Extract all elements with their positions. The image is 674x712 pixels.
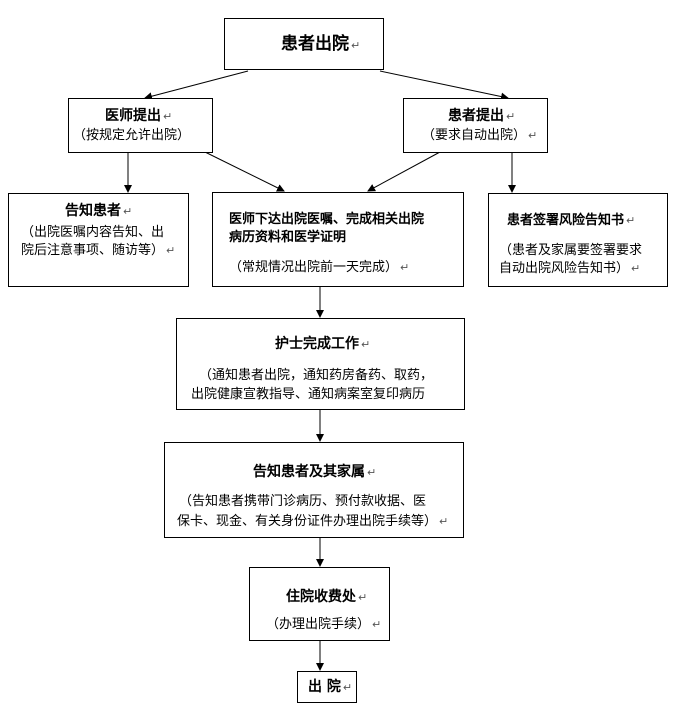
paragraph-mark: ↵ (342, 681, 353, 694)
node-note-line2: 院后注意事项、随访等）↵ (21, 243, 176, 258)
paragraph-mark: ↵ (528, 129, 538, 142)
node-title: 患者签署风险告知书↵ (507, 213, 636, 228)
node-note-line1: （告知患者携带门诊病历、预付款收据、医 (179, 494, 427, 509)
node-exit: 出 院↵ (297, 671, 357, 703)
paragraph-mark: ↵ (367, 466, 377, 479)
paragraph-mark: ↵ (439, 515, 449, 528)
paragraph-mark: ↵ (506, 110, 516, 123)
node-note-line1: （患者及家属要签署要求 (499, 243, 643, 258)
node-note-line2: 保卡、现金、有关身份证件办理出院手续等）↵ (177, 514, 449, 529)
paragraph-mark: ↵ (163, 110, 173, 123)
paragraph-mark: ↵ (123, 205, 133, 218)
node-nurse-work: 护士完成工作↵ （通知患者出院，通知药房备药、取药， 出院健康宣教指导、通知病案… (176, 318, 465, 410)
node-doctor-proposes: 医师提出↵ （按规定允许出院） (68, 98, 213, 153)
node-title: 患者提出↵ (448, 108, 516, 124)
node-title: 医师提出↵ (105, 108, 173, 124)
node-patient-discharge: 患者出院↵ (224, 18, 384, 70)
node-note: （按规定允许出院） (73, 128, 191, 143)
paragraph-mark: ↵ (361, 338, 371, 351)
arrow-patient-to-orders (367, 151, 441, 192)
node-title: 告知患者↵ (65, 203, 133, 219)
node-note: （要求自动出院）↵ (422, 128, 538, 143)
node-title: 住院收费处↵ (286, 589, 368, 605)
node-patient-proposes: 患者提出↵ （要求自动出院）↵ (403, 98, 548, 153)
node-note: （常规情况出院前一天完成）↵ (229, 260, 410, 275)
node-doctor-orders: 医师下达出院医嘱、完成相关出院 病历资料和医学证明 （常规情况出院前一天完成）↵ (212, 192, 464, 287)
arrow-discharge-to-patient (379, 70, 509, 101)
node-billing: 住院收费处↵ （办理出院手续）↵ (249, 567, 390, 641)
node-inform-patient: 告知患者↵ （出院医嘱内容告知、出 院后注意事项、随访等）↵ (8, 193, 189, 287)
node-title: 护士完成工作↵ (275, 336, 371, 352)
node-risk-form: 患者签署风险告知书↵ （患者及家属要签署要求 自动出院风险告知书）↵ (488, 193, 668, 287)
node-title: 患者出院↵ (281, 34, 361, 54)
node-title: 告知患者及其家属↵ (253, 464, 377, 480)
node-note-line2: 出院健康宣教指导、通知病案室复印病历 (191, 387, 426, 402)
arrow-doctor-to-orders (204, 151, 285, 192)
paragraph-mark: ↵ (372, 618, 382, 631)
paragraph-mark: ↵ (166, 244, 176, 257)
node-title: 出 院↵ (308, 679, 353, 695)
paragraph-mark: ↵ (358, 591, 368, 604)
paragraph-mark: ↵ (626, 214, 636, 227)
paragraph-mark: ↵ (351, 39, 361, 52)
node-title-line1: 医师下达出院医嘱、完成相关出院 (229, 212, 425, 227)
node-note-line1: （出院医嘱内容告知、出 (21, 225, 165, 240)
paragraph-mark: ↵ (400, 261, 410, 274)
paragraph-mark: ↵ (631, 262, 641, 275)
node-inform-family: 告知患者及其家属↵ （告知患者携带门诊病历、预付款收据、医 保卡、现金、有关身份… (164, 442, 464, 538)
node-note: （办理出院手续）↵ (266, 617, 382, 632)
node-note-line2: 自动出院风险告知书）↵ (499, 261, 641, 276)
node-note-line1: （通知患者出院，通知药房备药、取药， (199, 368, 434, 383)
arrow-discharge-to-doctor (144, 70, 249, 101)
node-title-line2: 病历资料和医学证明 (229, 230, 347, 245)
